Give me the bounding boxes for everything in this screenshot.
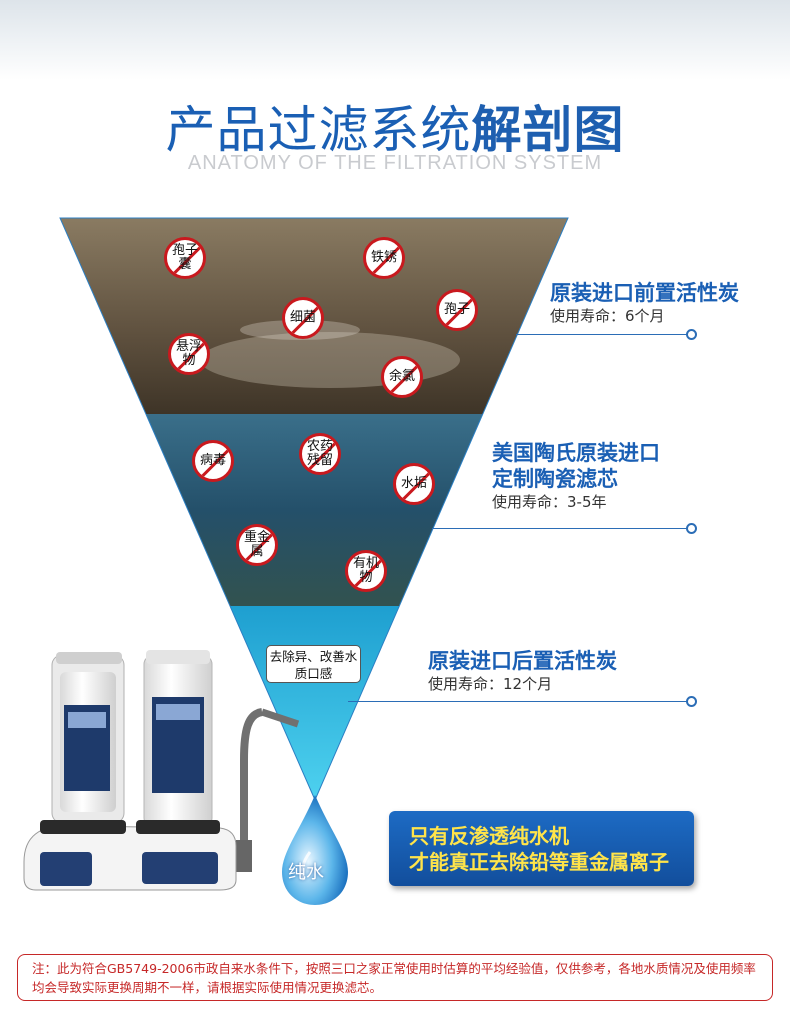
improve-taste-label: 去除异、改善水质口感 [266, 645, 361, 683]
contaminant-badge-spore: 孢子 [436, 289, 478, 331]
contaminant-badge-bacteria: 细菌 [282, 297, 324, 339]
page-subtitle: ANATOMY OF THE FILTRATION SYSTEM [187, 152, 603, 174]
contaminant-badge-heavy-metal: 重金属 [236, 524, 278, 566]
contaminant-badge-pesticide-residue: 农药残留 [299, 433, 341, 475]
title-bold: 解剖图 [471, 101, 625, 159]
layer-caption-ceramic: 美国陶氏原装进口 定制陶瓷滤芯 使用寿命：3-5年 [492, 440, 660, 512]
banner-line-1: 只有反渗透纯水机 [409, 824, 569, 848]
water-purifier-product-image [23, 650, 300, 891]
contaminant-badge-rust: 铁锈 [363, 237, 405, 279]
pure-water-label: 纯水 [288, 862, 324, 883]
layer-title: 原装进口后置活性炭 [428, 649, 617, 673]
layer-lifetime: 使用寿命：12个月 [428, 675, 553, 693]
layer-title-line2: 定制陶瓷滤芯 [492, 467, 618, 491]
layer-lifetime: 使用寿命：3-5年 [492, 493, 607, 511]
layer-lifetime: 使用寿命：6个月 [550, 307, 665, 325]
layer-caption-post-carbon: 原装进口后置活性炭 使用寿命：12个月 [428, 648, 617, 694]
banner-line-2: 才能真正去除铅等重金属离子 [409, 850, 669, 874]
layer-title: 原装进口前置活性炭 [550, 281, 739, 305]
leader-dot [686, 523, 697, 534]
contaminant-badge-spore-sac: 孢子囊 [164, 237, 206, 279]
contaminant-badge-virus: 病毒 [192, 440, 234, 482]
leader-line [432, 528, 688, 529]
layer-caption-pre-carbon: 原装进口前置活性炭 使用寿命：6个月 [550, 280, 739, 326]
leader-line [348, 701, 688, 702]
page-title: 产品过滤系统解剖图 [0, 90, 790, 162]
leader-line [516, 334, 688, 335]
ro-claim-banner: 只有反渗透纯水机 才能真正去除铅等重金属离子 [389, 811, 694, 886]
layer-title-line1: 美国陶氏原装进口 [492, 441, 660, 465]
leader-dot [686, 329, 697, 340]
disclaimer-note: 注：此为符合GB5749-2006市政自来水条件下，按照三口之家正常使用时估算的… [17, 954, 773, 1001]
leader-dot [686, 696, 697, 707]
contaminant-badge-organic-matter: 有机物 [345, 550, 387, 592]
contaminant-badge-scale: 水垢 [393, 463, 435, 505]
header-background [0, 0, 790, 80]
contaminant-badge-residual-chlorine: 余氯 [381, 356, 423, 398]
contaminant-badge-suspended-matter: 悬浮物 [168, 333, 210, 375]
title-normal: 产品过滤系统 [165, 101, 472, 159]
water-drop [282, 795, 348, 905]
